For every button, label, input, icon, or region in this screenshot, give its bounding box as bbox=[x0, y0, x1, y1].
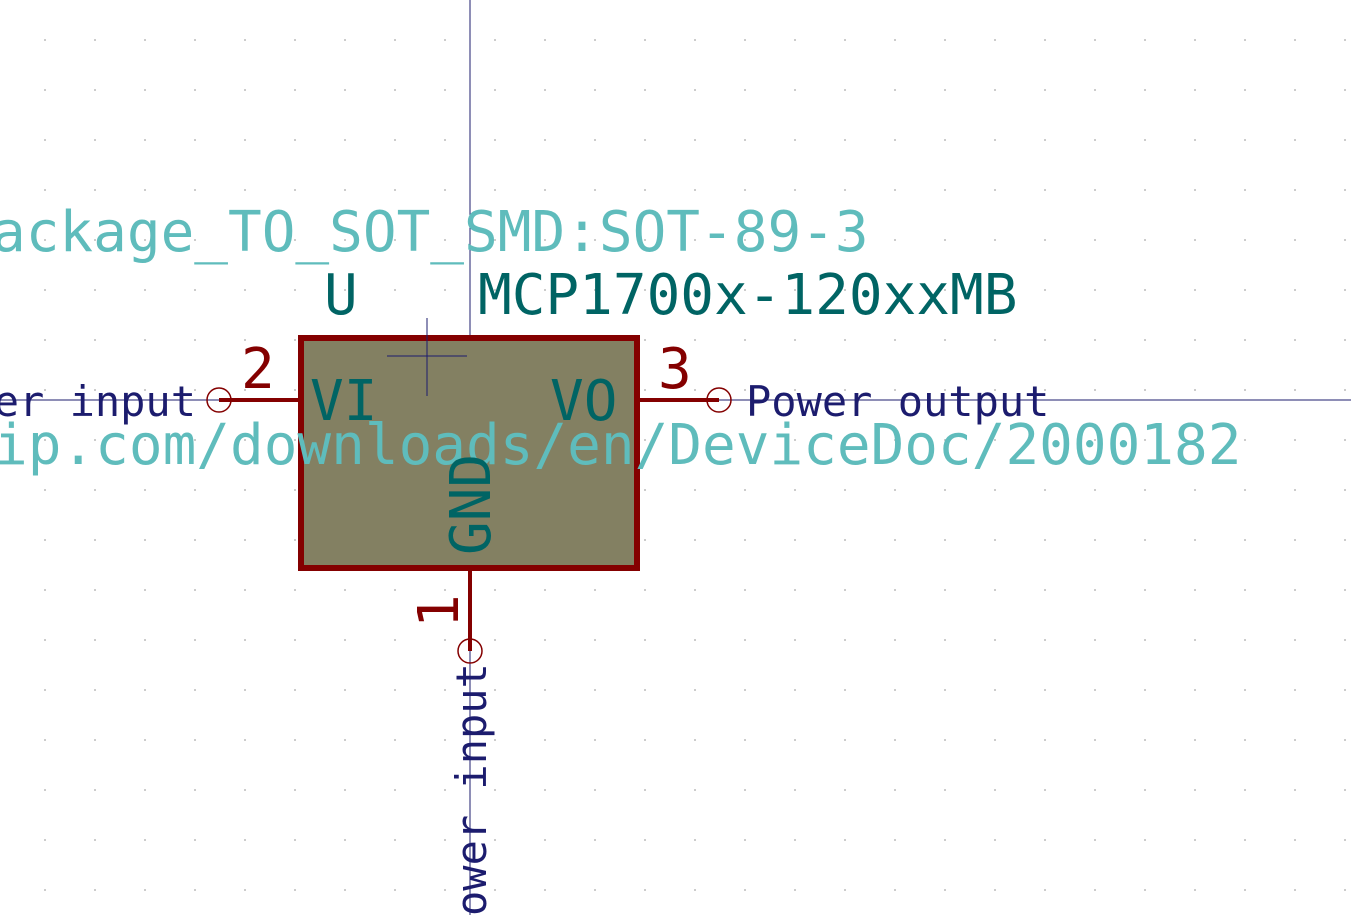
datasheet-field[interactable]: ip.com/downloads/en/DeviceDoc/2000182 bbox=[0, 413, 1241, 478]
pin-gnd-end-circle[interactable] bbox=[457, 638, 483, 664]
pin-vi-end-circle[interactable] bbox=[206, 387, 232, 413]
pin-gnd-number: 1 bbox=[407, 594, 472, 628]
reference-field[interactable]: U bbox=[324, 263, 358, 328]
footprint-field[interactable]: ackage_TO_SOT_SMD:SOT-89-3 bbox=[0, 200, 869, 265]
pin-vi-electrical-type: ver input bbox=[0, 377, 196, 426]
pin-vo-electrical-type: Power output bbox=[746, 377, 1049, 426]
pin-gnd-electrical-type: ower input bbox=[447, 663, 496, 915]
component-body[interactable] bbox=[298, 335, 640, 571]
pin-vo-number: 3 bbox=[658, 337, 692, 402]
pin-vo-name: VO bbox=[550, 369, 617, 434]
pin-vi-number: 2 bbox=[241, 337, 275, 402]
pin-vo-end-circle[interactable] bbox=[706, 387, 732, 413]
value-field[interactable]: MCP1700x-120xxMB bbox=[478, 263, 1017, 328]
pin-gnd-name: GND bbox=[439, 454, 504, 555]
pin-vi-name: VI bbox=[310, 369, 377, 434]
